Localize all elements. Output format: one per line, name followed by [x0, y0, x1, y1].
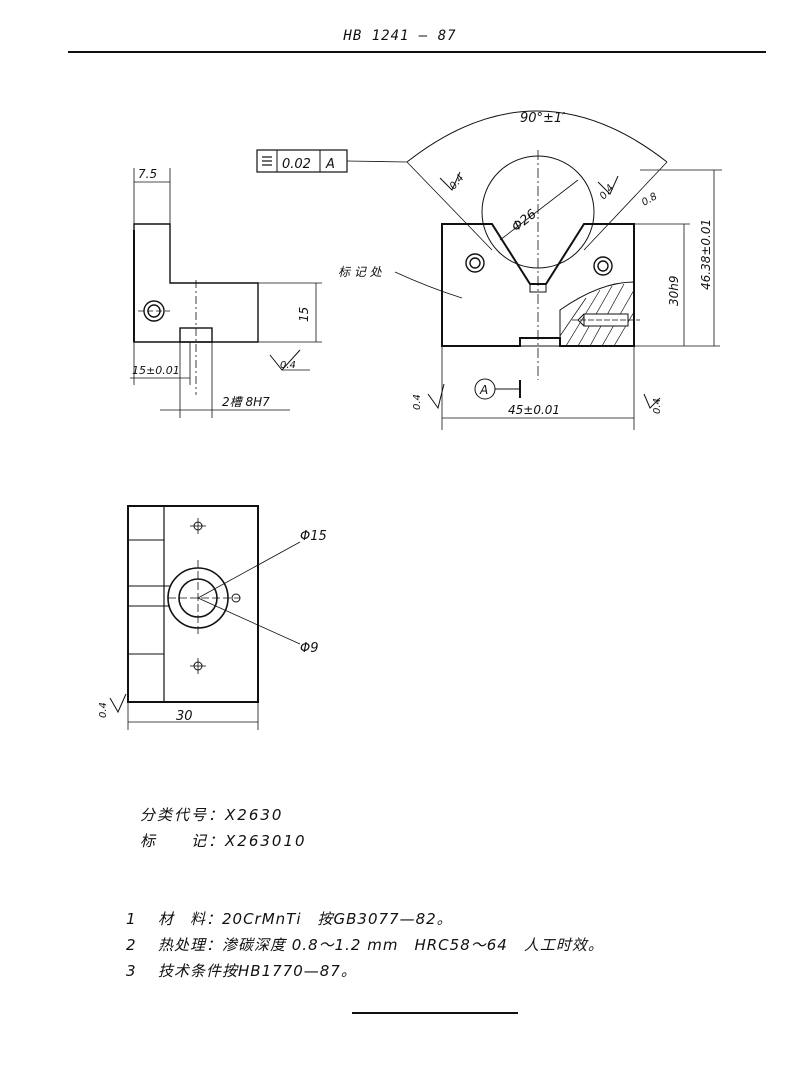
dim-15-label: 15	[297, 307, 311, 322]
dim-15-tol-label: 15±0.01	[132, 364, 180, 377]
roughness-front-left-label: 0.4	[412, 394, 423, 410]
dim-7-5-label: 7.5	[138, 167, 157, 181]
datum-a-callout: A	[479, 383, 488, 397]
front-view	[256, 110, 722, 430]
standard-number-header: HB 1241 — 87	[343, 28, 457, 44]
mark-location-label: 标 记 处	[338, 265, 383, 279]
roughness-side-label: 0.4	[280, 360, 296, 371]
section-hatch	[559, 281, 635, 347]
note-text: 热处理：渗碳深度 0.8～1.2 mm HRC58～64 人工时效。	[158, 936, 604, 954]
mark-code-value: X263010	[225, 832, 307, 850]
dim-45-label: 45±0.01	[508, 403, 560, 417]
test-cylinder-circle	[481, 155, 595, 269]
diameter-26-label: Φ26	[509, 207, 539, 235]
note-text: 材 料：20CrMnTi 按GB3077—82。	[158, 910, 453, 928]
dim-30-label: 30	[176, 709, 193, 724]
angle-tolerance-label: 90°±1′	[520, 111, 565, 126]
datum-letter-label: A	[325, 157, 335, 172]
mark-code-label: 标 记：	[140, 832, 226, 850]
note-item: 2 热处理：渗碳深度 0.8～1.2 mm HRC58～64 人工时效。	[126, 934, 604, 955]
dim-phi9-label: Φ9	[300, 641, 319, 656]
slot-dimension-label: 2槽 8H7	[222, 395, 270, 409]
note-number: 1	[126, 910, 137, 928]
dim-30h9-label: 30h9	[667, 275, 681, 306]
front-view-hole-right	[593, 256, 613, 276]
header-rule	[68, 51, 766, 53]
note-item: 3 技术条件按HB1770—87。	[126, 960, 357, 981]
classification-code-row: 分类代号：X2630	[140, 804, 283, 825]
roughness-top-view-label: 0.4	[98, 702, 109, 718]
roughness-08-label: 0.8	[640, 191, 659, 208]
classification-code-label: 分类代号：	[140, 806, 226, 824]
note-number: 2	[126, 936, 137, 954]
symmetry-tolerance-value: 0.02	[282, 157, 311, 172]
front-view-hole-left	[465, 253, 485, 273]
roughness-front-right-label: 0.4	[652, 398, 663, 414]
angle-arc	[406, 110, 668, 163]
footer-rule	[352, 1012, 518, 1014]
side-view	[130, 168, 322, 418]
dim-phi15-label: Φ15	[300, 529, 327, 544]
note-number: 3	[126, 962, 137, 980]
mark-code-row: 标 记：X263010	[140, 830, 307, 851]
top-view	[109, 505, 301, 730]
classification-code-value: X2630	[225, 806, 284, 824]
dim-46-38-label: 46.38±0.01	[699, 219, 713, 290]
note-item: 1 材 料：20CrMnTi 按GB3077—82。	[126, 908, 453, 929]
note-text: 技术条件按HB1770—87。	[158, 962, 357, 980]
top-view-outline	[127, 505, 259, 703]
